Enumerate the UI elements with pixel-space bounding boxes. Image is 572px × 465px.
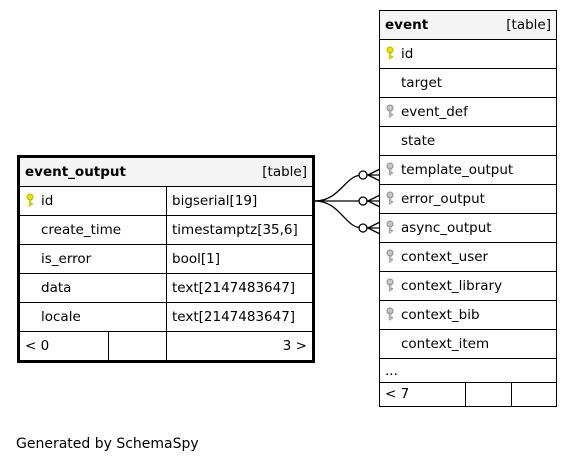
column-name: locale [41,309,81,325]
connector-template-output [314,174,380,202]
table-row[interactable]: locale text[2147483647] [18,302,314,332]
column-name: target [401,75,443,91]
table-row[interactable]: create_time timestamptz[35,6] [18,215,314,245]
table-row[interactable]: template_output [379,155,557,185]
crowfoot-marker [366,168,381,182]
crowfoot-marker [366,194,381,208]
connector-async-output [314,200,380,229]
column-name: async_output [401,220,492,236]
foreign-key-icon [385,162,397,176]
more-columns-row: ... [379,358,557,383]
generator-caption: Generated by SchemaSpy [16,436,199,452]
column-name: context_user [401,249,489,265]
table-row[interactable]: id [379,39,557,69]
table-event[interactable]: event [table] id target event_def state … [379,10,557,407]
table-name[interactable]: event_output [18,156,167,187]
foreign-key-icon [385,307,397,321]
primary-key-icon [25,193,37,207]
column-name: context_item [401,336,490,352]
foreign-key-icon [385,104,397,118]
table-row[interactable]: context_user [379,242,557,272]
column-name: state [401,133,436,149]
primary-key-icon [385,46,397,60]
column-name: create_time [41,222,122,238]
table-name[interactable]: event [379,10,467,40]
column-name: event_def [401,104,468,120]
table-row[interactable]: id bigserial[19] [18,186,314,216]
table-event-output[interactable]: event_output [table] id bigserial[19] cr… [17,155,315,363]
column-name: template_output [401,162,514,178]
table-row[interactable]: target [379,68,557,98]
table-header[interactable]: event [table] [379,10,557,40]
foreign-key-icon [385,278,397,292]
column-name: id [401,46,414,62]
column-type: bigserial[19] [166,186,314,216]
table-kind: [table] [466,10,557,40]
zero-many-marker [358,170,368,180]
column-name: context_library [401,278,503,294]
column-type: text[2147483647] [166,273,314,303]
children-link[interactable]: 3 > [282,338,307,354]
ellipsis: ... [379,358,557,383]
zero-many-marker [358,196,368,206]
table-footer: < 0 3 > [18,331,314,362]
parents-link[interactable]: < 0 [20,332,109,360]
table-row[interactable]: error_output [379,184,557,214]
table-row[interactable]: event_def [379,97,557,127]
foreign-key-icon [385,249,397,263]
crowfoot-marker [366,221,381,235]
column-name: id [41,193,54,209]
table-row[interactable]: context_library [379,271,557,301]
column-type: text[2147483647] [166,302,314,332]
foreign-key-icon [385,220,397,234]
table-row[interactable]: async_output [379,213,557,243]
table-footer: < 7 [380,383,557,407]
table-row[interactable]: is_error bool[1] [18,244,314,274]
table-row[interactable]: context_bib [379,300,557,330]
table-header[interactable]: event_output [table] [18,156,314,187]
table-row[interactable]: state [379,126,557,156]
column-name: is_error [41,251,92,267]
foreign-key-icon [385,191,397,205]
column-type: timestamptz[35,6] [166,215,314,245]
column-name: data [41,280,72,296]
table-kind: [table] [166,156,314,187]
parents-link[interactable]: < 7 [380,383,466,406]
column-name: context_bib [401,307,480,323]
column-name: error_output [401,191,485,207]
table-row[interactable]: data text[2147483647] [18,273,314,303]
column-type: bool[1] [166,244,314,274]
zero-many-marker [358,223,368,233]
table-row[interactable]: context_item [379,329,557,359]
